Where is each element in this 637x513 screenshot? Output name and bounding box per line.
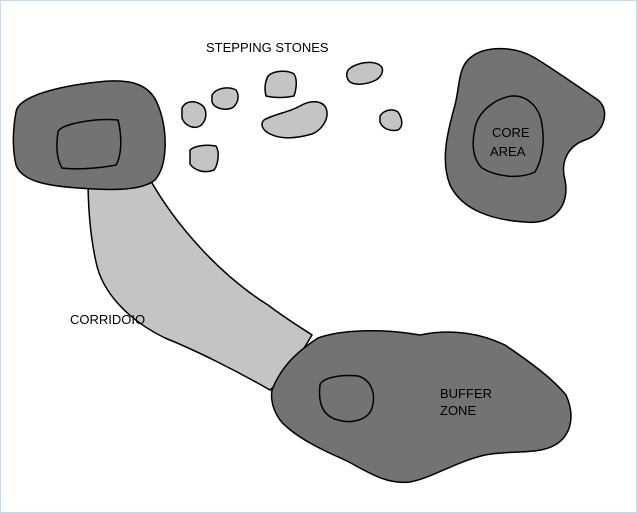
core-area-label-line2: AREA: [490, 144, 526, 159]
stepping-stone: [265, 71, 296, 97]
stepping-stone: [262, 102, 327, 138]
stepping-stones-label: STEPPING STONES: [206, 40, 329, 55]
stepping-stone: [347, 62, 383, 84]
buffer-zone-inner: [320, 375, 374, 421]
core-area-label-line1: CORE: [492, 125, 530, 140]
buffer-zone-label-line2: ZONE: [440, 403, 476, 418]
stepping-stone: [190, 145, 218, 171]
corridor-shape: [88, 176, 312, 390]
stepping-stone: [182, 102, 206, 128]
corridor-label: CORRIDOIO: [70, 312, 145, 327]
left-patch-inner-core: [57, 120, 121, 169]
stepping-stone: [212, 88, 238, 109]
stepping-stone: [380, 110, 402, 131]
buffer-zone-label-line1: BUFFER: [440, 386, 492, 401]
buffer-zone-patch: [272, 331, 571, 483]
